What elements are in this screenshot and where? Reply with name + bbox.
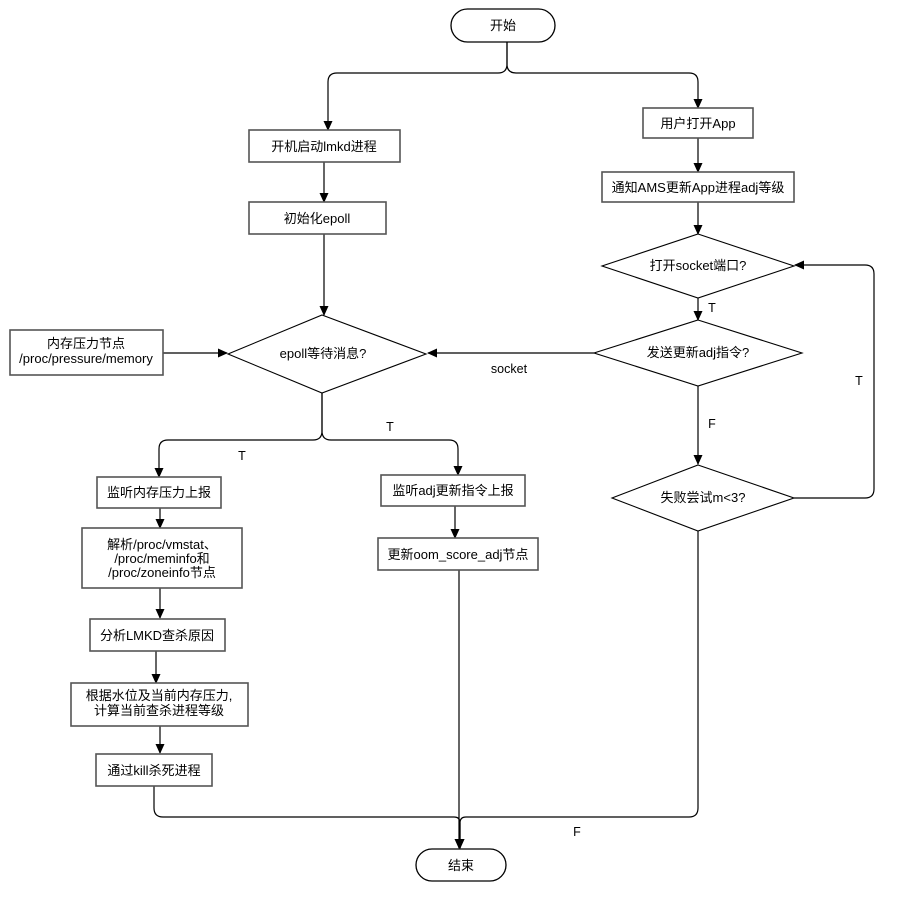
node-listen-adj: 监听adj更新指令上报: [380, 474, 526, 507]
node-boot-lmkd: 开机启动lmkd进程: [248, 129, 401, 163]
node-compute-line1: 根据水位及当前内存压力,: [86, 688, 233, 703]
node-send-adj-cmd: 发送更新adj指令?: [592, 319, 804, 387]
edges: [151, 42, 875, 849]
node-kill-process-label: 通过kill杀死进程: [107, 763, 200, 778]
edge-retry-to-end: [455, 531, 699, 849]
node-fail-retry-label: 失败尝试m<3?: [661, 490, 746, 505]
node-end: 结束: [415, 848, 507, 882]
edge-start-to-user-open: [506, 42, 703, 109]
node-init-epoll: 初始化epoll: [248, 201, 387, 235]
edge-label-retry-true: T: [855, 374, 863, 388]
node-update-oom: 更新oom_score_adj节点: [377, 537, 539, 571]
node-open-socket-label: 打开socket端口?: [650, 258, 747, 273]
node-user-open-app: 用户打开App: [642, 107, 754, 139]
node-start-label: 开始: [490, 18, 516, 33]
node-send-adj-cmd-label: 发送更新adj指令?: [647, 345, 750, 360]
node-compute-line2: 计算当前查杀进程等级: [94, 703, 224, 718]
edge-label-epoll-true-right: T: [386, 420, 394, 434]
edge-labels: socket T F T T T F: [238, 301, 863, 839]
node-update-oom-label: 更新oom_score_adj节点: [388, 547, 529, 562]
edge-epoll-to-listen-adj: [321, 393, 463, 476]
node-notify-ams: 通知AMS更新App进程adj等级: [601, 171, 795, 203]
node-end-label: 结束: [448, 858, 474, 873]
node-start: 开始: [450, 8, 556, 43]
node-listen-pressure-label: 监听内存压力上报: [107, 485, 211, 500]
node-epoll-wait-label: epoll等待消息?: [280, 346, 367, 361]
node-parse-line2: /proc/meminfo和: [114, 551, 209, 566]
node-memory-pressure-line2: /proc/pressure/memory: [19, 351, 153, 366]
node-listen-adj-label: 监听adj更新指令上报: [392, 483, 513, 498]
edge-retry-loop: [794, 260, 875, 499]
node-user-open-app-label: 用户打开App: [660, 116, 735, 131]
edge-label-epoll-true-left: T: [238, 449, 246, 463]
node-analyze-reason-label: 分析LMKD查杀原因: [100, 628, 214, 643]
node-compute-level: 根据水位及当前内存压力, 计算当前查杀进程等级: [70, 682, 249, 727]
node-memory-pressure: 内存压力节点 /proc/pressure/memory: [9, 329, 164, 376]
node-memory-pressure-line1: 内存压力节点: [47, 336, 125, 351]
edge-label-open-socket-true: T: [708, 301, 716, 315]
node-boot-lmkd-label: 开机启动lmkd进程: [271, 139, 376, 154]
edge-start-to-boot: [323, 42, 508, 131]
edge-label-socket: socket: [491, 362, 528, 376]
node-parse-proc: 解析/proc/vmstat、 /proc/meminfo和 /proc/zon…: [81, 527, 243, 589]
node-parse-line3: /proc/zoneinfo节点: [108, 565, 216, 580]
node-epoll-wait: epoll等待消息?: [226, 314, 428, 394]
edge-label-retry-false: F: [573, 825, 581, 839]
edge-epoll-to-listen-pressure: [154, 393, 323, 478]
node-analyze-reason: 分析LMKD查杀原因: [89, 618, 226, 652]
node-kill-process: 通过kill杀死进程: [95, 753, 213, 787]
node-open-socket: 打开socket端口?: [600, 233, 796, 299]
node-init-epoll-label: 初始化epoll: [284, 211, 351, 226]
edge-label-send-false: F: [708, 417, 716, 431]
node-parse-line1: 解析/proc/vmstat、: [107, 537, 217, 552]
node-notify-ams-label: 通知AMS更新App进程adj等级: [612, 180, 785, 195]
node-fail-retry: 失败尝试m<3?: [610, 464, 796, 532]
edge-kill-to-end: [153, 786, 465, 849]
node-listen-pressure: 监听内存压力上报: [96, 476, 222, 509]
